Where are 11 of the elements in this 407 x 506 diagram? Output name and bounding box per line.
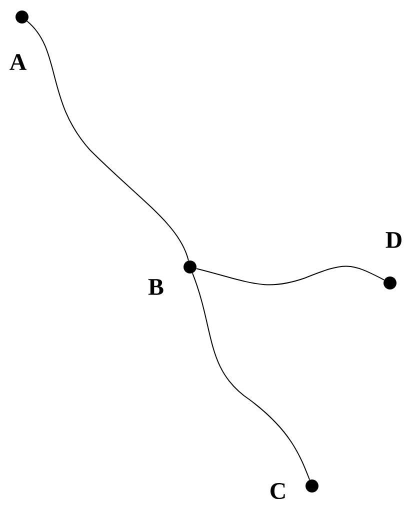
curved-line xyxy=(26,20,189,261)
dot xyxy=(306,480,318,492)
dot xyxy=(184,260,196,274)
node-label: A xyxy=(10,54,26,70)
node-label: C xyxy=(270,482,285,500)
node-label: D xyxy=(386,232,402,248)
dot xyxy=(16,10,28,24)
node-label: B xyxy=(148,279,164,295)
curved-line xyxy=(196,266,385,286)
curved-line xyxy=(192,272,310,480)
dot xyxy=(384,276,396,290)
